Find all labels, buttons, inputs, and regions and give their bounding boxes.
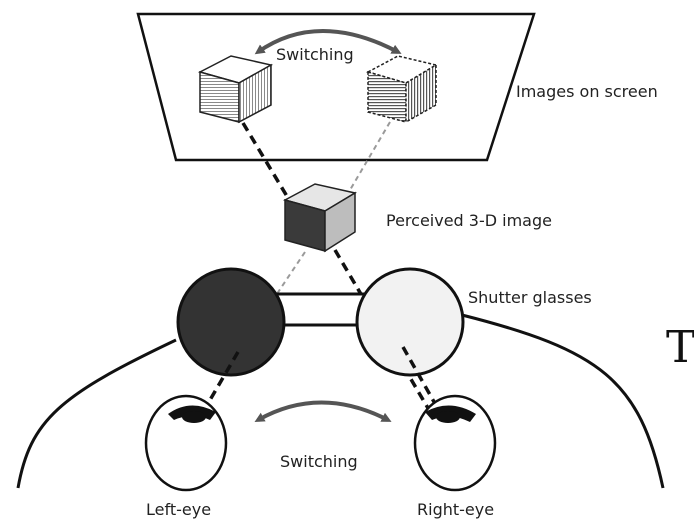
head-outline-right <box>461 313 665 489</box>
perceived-3d-cube <box>282 183 357 253</box>
left-eye <box>144 394 228 492</box>
switching-arrow-top <box>254 29 402 55</box>
left-image-cube <box>197 55 274 124</box>
right-eye-label: Right-eye <box>417 500 494 519</box>
switching-arrow-bottom <box>254 400 392 422</box>
left-lens <box>176 267 286 377</box>
sight-line-right-cube-upper <box>349 121 391 191</box>
shutter-glasses-label: Shutter glasses <box>468 288 592 307</box>
switching-label-top: Switching <box>276 45 354 64</box>
right-image-cube <box>366 55 438 124</box>
shutter-glasses <box>176 267 465 377</box>
switching-label-bottom: Switching <box>280 452 358 471</box>
perceived-3d-label: Perceived 3-D image <box>386 211 552 230</box>
left-eye-label: Left-eye <box>146 500 211 519</box>
cut-off-letter: T <box>666 322 694 373</box>
images-on-screen-label: Images on screen <box>516 82 658 101</box>
head-outline <box>16 338 177 489</box>
right-lens <box>355 267 465 377</box>
projection-screen <box>136 12 536 162</box>
sight-line-left-lens <box>201 351 240 413</box>
right-eye <box>413 394 497 492</box>
